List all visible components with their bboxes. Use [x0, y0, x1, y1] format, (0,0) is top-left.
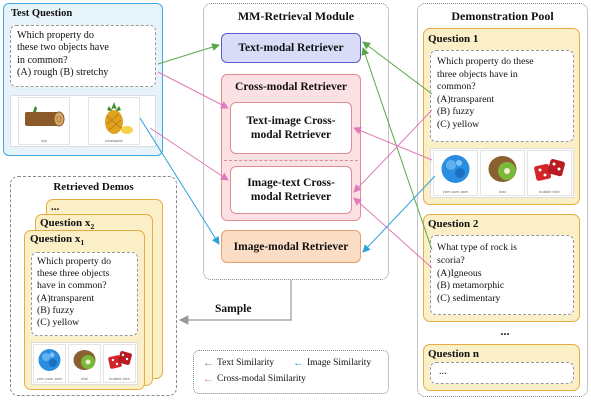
- legend-text-similarity-label: Text Similarity: [217, 358, 275, 368]
- log-icon: [25, 106, 65, 127]
- retrieved-card-front-sub: 1: [80, 238, 85, 248]
- test-question-line: (A) rough (B) stretchy: [17, 67, 109, 79]
- test-question-title: Test Question: [11, 8, 73, 19]
- dice-icon: [108, 351, 132, 369]
- kiwi-image: kiwi: [68, 344, 101, 383]
- kiwi-icon: [488, 156, 517, 182]
- sample-label: Sample: [215, 303, 252, 315]
- pink-arrow-icon: ←: [203, 373, 214, 385]
- ti-line2: modal Retriever: [250, 129, 332, 141]
- dice-caption: bubble dice: [109, 377, 130, 381]
- image-text-cross-modal-retriever: Image-text Cross-modal Retriever: [230, 166, 352, 214]
- retrieved-line: (C) yellow: [37, 317, 80, 329]
- yarn-pom-pom-icon: [38, 349, 61, 371]
- pineapple-icon: [105, 102, 133, 134]
- retrieved-line: (B) fuzzy: [37, 304, 75, 316]
- text-image-cross-modal-retriever: Text-image Cross-modal Retriever: [230, 102, 352, 154]
- dice-image: bubble dice: [103, 344, 136, 383]
- cross-modal-title: Cross-modal Retriever: [235, 81, 347, 93]
- test-question-panel: Test Question Which property do these tw…: [3, 3, 163, 156]
- q2-line: scoria?: [437, 254, 465, 266]
- retrieved-card-back-label: ...: [51, 201, 60, 213]
- test-question-text: Which property do these two objects have…: [10, 25, 156, 87]
- legend-image-similarity: ← Image Similarity: [293, 357, 371, 369]
- log-image: log: [18, 97, 70, 145]
- test-question-line: Which property do: [17, 30, 94, 41]
- retrieved-demos-title: Retrieved Demos: [53, 181, 134, 193]
- question-n-label: Question n: [428, 348, 480, 360]
- q1-dice-caption: bubble dice: [539, 190, 560, 194]
- retrieved-card-mid-sub: 2: [90, 222, 95, 232]
- cross-divider: [224, 160, 358, 161]
- q1-line: Which property do these: [437, 56, 534, 67]
- ti-line1: Text-image Cross-: [246, 115, 336, 127]
- yarn-pom-pom-icon: [441, 155, 470, 183]
- test-question-line: these two objects have: [17, 42, 109, 54]
- retrieved-card-mid-label-text: Question x: [40, 217, 91, 229]
- legend-cross-similarity-label: Cross-modal Similarity: [217, 374, 306, 384]
- test-question-line: in common?: [17, 54, 68, 66]
- legend-cross-similarity: ← Cross-modal Similarity: [203, 373, 306, 385]
- it-line1: Image-text Cross-: [247, 177, 335, 189]
- kiwi-caption: kiwi: [81, 377, 88, 381]
- q1-line: three objects have in: [437, 68, 518, 80]
- q1-kiwi-image: kiwi: [480, 150, 525, 196]
- retrieved-line: Which property do: [37, 256, 111, 267]
- retrieved-card-front-label-text: Question x: [30, 233, 81, 245]
- retrieved-card-mid-label: Question x2: [40, 217, 94, 231]
- pineapple-image: pineapple: [88, 97, 140, 145]
- q1-line: (B) fuzzy: [437, 106, 475, 118]
- q2-line: (C) sedimentary: [437, 293, 501, 305]
- it-line2: modal Retriever: [250, 191, 332, 203]
- q1-line: common?: [437, 81, 476, 93]
- question-n-text: ...: [430, 362, 574, 384]
- demonstration-pool-title: Demonstration Pool: [451, 9, 554, 23]
- legend-text-similarity: ← Text Similarity: [203, 357, 274, 369]
- q2-line: What type of rock is: [437, 242, 517, 253]
- retrieved-line: these three objects: [37, 268, 110, 280]
- pool-ellipsis: ...: [500, 324, 510, 338]
- green-arrow-icon: ←: [203, 357, 214, 369]
- q1-kiwi-caption: kiwi: [499, 190, 506, 194]
- question-2-label: Question 2: [428, 218, 479, 230]
- blue-arrow-icon: ←: [293, 357, 304, 369]
- mm-retrieval-title: MM-Retrieval Module: [237, 9, 355, 23]
- yarn-caption: yarn pom-pom: [36, 377, 63, 381]
- question-1-label: Question 1: [428, 33, 479, 45]
- legend-image-similarity-label: Image Similarity: [307, 358, 372, 368]
- q2-line: (B) metamorphic: [437, 280, 505, 292]
- retrieved-card-front-label: Question x1: [30, 233, 84, 247]
- q1-line: (A)transparent: [437, 93, 495, 105]
- text-modal-retriever: Text-modal Retriever: [221, 33, 361, 63]
- question-2-text: What type of rock is scoria? (A)Igneous …: [430, 235, 574, 315]
- retrieved-question-text: Which property do these three objects ha…: [31, 252, 138, 336]
- q2-line: (A)Igneous: [437, 267, 482, 279]
- retrieved-line: (A)transparent: [37, 292, 95, 304]
- dice-icon: [534, 158, 565, 181]
- retrieved-line: have in common?: [37, 280, 107, 292]
- q1-yarn-image: yarn pom-pom: [433, 150, 478, 196]
- q1-dice-image: bubble dice: [527, 150, 572, 196]
- pineapple-caption: pineapple: [105, 139, 123, 143]
- question-1-text: Which property do these three objects ha…: [430, 50, 574, 142]
- kiwi-icon: [73, 350, 96, 370]
- legend: [193, 350, 389, 394]
- q1-yarn-caption: yarn pom-pom: [442, 190, 469, 194]
- retrieved-demos-panel: [10, 176, 177, 396]
- yarn-pom-pom-image: yarn pom-pom: [33, 344, 66, 383]
- image-modal-retriever: Image-modal Retriever: [221, 230, 361, 263]
- q1-line: (C) yellow: [437, 118, 480, 130]
- log-caption: log: [41, 139, 47, 143]
